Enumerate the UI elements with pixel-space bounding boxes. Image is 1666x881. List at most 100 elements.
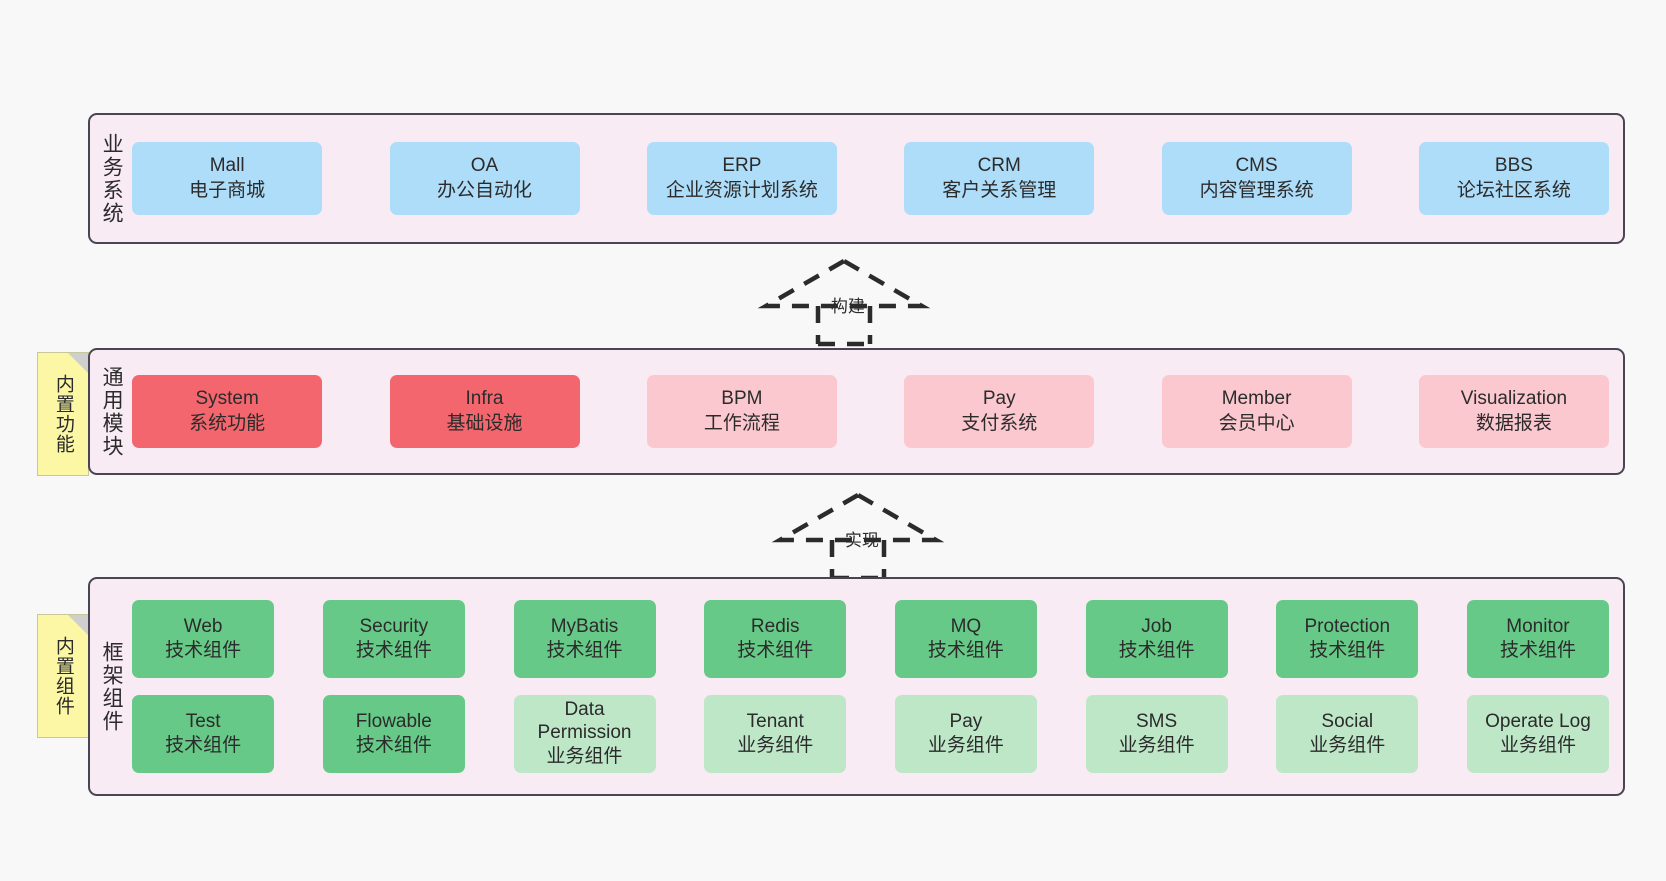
card-title-en: Member [1221,388,1292,410]
card-title-en: OA [470,155,499,177]
card-title-cn: 系统功能 [189,412,266,434]
card-pay[interactable]: Pay 支付系统 [904,375,1095,448]
card-title-en: Operate Log [1485,710,1591,732]
layer-title-business-system: 业务系统 [100,132,124,225]
card-title-en: Infra [465,388,504,410]
card-system[interactable]: System 系统功能 [132,375,323,448]
card-job[interactable]: Job 技术组件 [1085,600,1228,678]
card-title-cn: 业务组件 [1309,735,1386,756]
card-title-cn: 工作流程 [703,412,780,434]
note-fold-icon [68,615,88,635]
card-operate-log[interactable]: Operate Log 业务组件 [1466,695,1609,773]
arrowhead-triangle [757,258,931,309]
card-title-en: Mall [209,155,245,177]
card-title-en: Test [185,710,221,732]
card-mq[interactable]: MQ 技术组件 [894,600,1037,678]
card-title-cn: 论坛社区系统 [1456,179,1571,201]
cards-area-business-system: Mall 电子商城 OA 办公自动化 ERP 企业资源计划系统 CRM 客户关系… [130,115,1623,242]
cards-area-framework-component: Web 技术组件 Security 技术组件 MyBatis 技术组件 Redi… [130,579,1623,794]
arrowhead-triangle [771,492,945,543]
layer-title-common-module: 通用模块 [100,365,124,458]
card-test[interactable]: Test 技术组件 [132,695,275,773]
card-member[interactable]: Member 会员中心 [1161,375,1352,448]
card-title-en: BPM [721,388,763,410]
note-text: 内置功能 [52,374,74,454]
card-title-cn: 技术组件 [546,640,623,661]
card-title-en: Protection [1304,615,1391,637]
card-title-en: Data Permission [537,699,632,743]
card-protection[interactable]: Protection 技术组件 [1276,600,1419,678]
card-oa[interactable]: OA 办公自动化 [389,142,580,215]
card-title-en: ERP [722,155,762,177]
card-visualization[interactable]: Visualization 数据报表 [1418,375,1609,448]
card-title-en: Pay [982,388,1016,410]
card-infra[interactable]: Infra 基础设施 [389,375,580,448]
card-title-en: Tenant [746,710,804,732]
card-title-en: Flowable [355,710,432,732]
layer-framework-component: 框架组件 Web 技术组件 Security 技术组件 MyBatis 技术组件… [88,577,1625,796]
card-title-cn: 企业资源计划系统 [665,179,818,201]
note-fold-icon [68,353,88,373]
card-title-en: BBS [1494,155,1533,177]
card-tenant[interactable]: Tenant 业务组件 [704,695,847,773]
card-crm[interactable]: CRM 客户关系管理 [904,142,1095,215]
card-title-cn: 技术组件 [927,640,1004,661]
card-title-cn: 内容管理系统 [1199,179,1314,201]
card-sms[interactable]: SMS 业务组件 [1085,695,1228,773]
card-erp[interactable]: ERP 企业资源计划系统 [646,142,837,215]
card-monitor[interactable]: Monitor 技术组件 [1466,600,1609,678]
card-title-en: CRM [977,155,1021,177]
card-security[interactable]: Security 技术组件 [322,600,465,678]
card-title-en: Visualization [1460,388,1568,410]
card-web[interactable]: Web 技术组件 [132,600,275,678]
card-title-cn: 支付系统 [961,412,1038,434]
card-title-en: SMS [1135,710,1178,732]
card-redis[interactable]: Redis 技术组件 [704,600,847,678]
card-title-cn: 技术组件 [1118,640,1195,661]
card-title-en: Job [1141,615,1172,637]
note-text: 内置组件 [52,636,74,716]
card-title-cn: 技术组件 [355,640,432,661]
layer-title-framework-component: 框架组件 [100,640,124,733]
card-title-cn: 业务组件 [737,735,814,756]
card-title-cn: 技术组件 [737,640,814,661]
card-flowable[interactable]: Flowable 技术组件 [322,695,465,773]
card-title-en: CMS [1235,155,1278,177]
card-mall[interactable]: Mall 电子商城 [132,142,323,215]
card-row: System 系统功能 Infra 基础设施 BPM 工作流程 Pay 支付系统… [132,375,1609,448]
card-title-cn: 业务组件 [1499,735,1576,756]
card-title-cn: 技术组件 [165,640,242,661]
card-title-en: Redis [750,615,800,637]
card-title-en: Monitor [1506,615,1570,637]
card-title-cn: 业务组件 [546,745,623,767]
card-title-en: Pay [949,710,983,732]
arrow-label-implement: 实现 [844,531,879,550]
arrow-build: 构建 [748,258,940,347]
card-title-cn: 技术组件 [1499,640,1576,661]
card-social[interactable]: Social 业务组件 [1276,695,1419,773]
card-title-en: Security [359,615,429,637]
card-title-cn: 电子商城 [189,179,266,201]
card-bbs[interactable]: BBS 论坛社区系统 [1418,142,1609,215]
card-title-cn: 技术组件 [1309,640,1386,661]
layer-business-system: 业务系统 Mall 电子商城 OA 办公自动化 ERP 企业资源计划系统 CRM… [88,113,1625,244]
card-title-cn: 业务组件 [1118,735,1195,756]
card-title-cn: 技术组件 [355,735,432,756]
card-data-permission[interactable]: Data Permission 业务组件 [513,695,656,773]
card-cms[interactable]: CMS 内容管理系统 [1161,142,1352,215]
arrow-implement: 实现 [762,492,954,581]
card-mybatis[interactable]: MyBatis 技术组件 [513,600,656,678]
card-title-cn: 技术组件 [165,735,242,756]
cards-area-common-module: System 系统功能 Infra 基础设施 BPM 工作流程 Pay 支付系统… [130,350,1623,473]
card-title-en: Web [183,615,223,637]
card-title-cn: 业务组件 [927,735,1004,756]
card-row: Web 技术组件 Security 技术组件 MyBatis 技术组件 Redi… [132,600,1609,678]
card-title-en: MyBatis [550,615,619,637]
card-row: Mall 电子商城 OA 办公自动化 ERP 企业资源计划系统 CRM 客户关系… [132,142,1609,215]
card-pay-business[interactable]: Pay 业务组件 [894,695,1037,773]
card-bpm[interactable]: BPM 工作流程 [646,375,837,448]
arrow-shaft [815,306,873,347]
note-builtin-components: 内置组件 [37,614,89,738]
card-row: Test 技术组件 Flowable 技术组件 Data Permission … [132,695,1609,773]
card-title-cn: 办公自动化 [436,179,532,201]
